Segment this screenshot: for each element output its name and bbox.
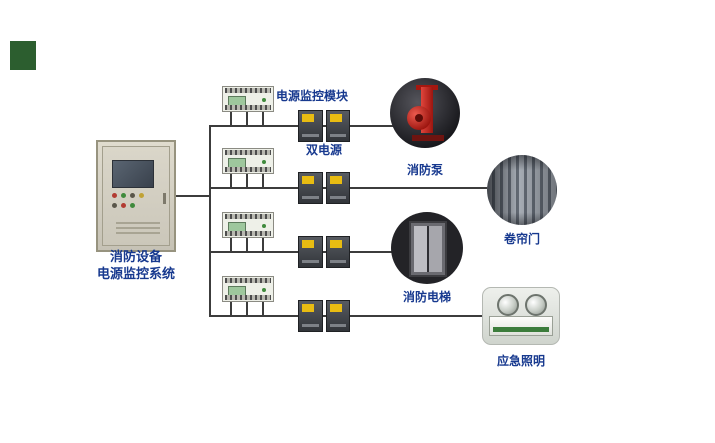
cabinet-connector-line [176,195,210,197]
elevator-frame [409,221,447,277]
load-label-fire-elevator: 消防电梯 [402,290,451,304]
terminal-strip [225,167,271,172]
terminal-strip [225,150,271,155]
transfer-switch [298,110,350,142]
fire-elevator-photo [391,212,463,284]
indicator-dot [139,193,144,198]
wire-tick [246,174,248,187]
indicator-dot [112,193,117,198]
cabinet-vent [116,222,160,236]
module-led [262,224,266,228]
indicator-dot [121,193,126,198]
wire-tick [230,174,232,187]
indicator-dot [130,193,135,198]
logo-block [10,41,36,70]
load-label-roller-door: 卷帘门 [503,232,540,246]
transfer-switch [298,300,350,332]
row2-line [210,187,495,189]
ats-unit [325,300,350,332]
ats-unit [298,172,323,204]
bus-line [209,125,211,317]
wire-tick [230,238,232,251]
module-led [262,288,266,292]
wire-tick [262,112,264,125]
terminal-strip [225,105,271,110]
pump-hub [415,114,423,122]
monitor-module [222,276,274,302]
monitor-module [222,212,274,238]
ats-unit [298,110,323,142]
roller-door-shading [487,155,557,225]
monitor-cabinet [96,140,176,252]
wire-tick [262,174,264,187]
indicator-dot [130,203,135,208]
indicator-dot [121,203,126,208]
emergency-lamp [497,294,519,316]
cabinet-door [102,146,170,246]
ats-unit [298,300,323,332]
load-label-emergency-light: 应急照明 [496,354,545,368]
cabinet-screen [112,160,154,188]
wire-tick [262,302,264,315]
wire-tick [230,302,232,315]
indicator-dot [112,203,117,208]
ats-unit [325,236,350,268]
emergency-light-stripe [493,327,549,332]
ats-unit [298,236,323,268]
monitor-module [222,148,274,174]
wire-tick [230,112,232,125]
module-led [262,160,266,164]
pump-base [412,135,444,141]
module-label: 电源监控模块 [276,89,349,103]
cabinet-handle [163,193,166,204]
wire-tick [246,302,248,315]
terminal-strip [225,231,271,236]
row4-line [210,315,490,317]
transfer-switch [298,236,350,268]
transfer-switch [298,172,350,204]
roller-door-photo [487,155,557,225]
system-label: 消防设备 电源监控系统 [70,249,202,283]
ats-unit [325,172,350,204]
wire-tick [246,238,248,251]
system-label-line2: 电源监控系统 [96,265,175,281]
monitor-module [222,86,274,112]
terminal-strip [225,295,271,300]
wire-tick [262,238,264,251]
terminal-strip [225,88,271,93]
module-led [262,98,266,102]
emergency-light-body [489,316,553,336]
ats-unit [325,110,350,142]
elevator-doors [414,226,442,272]
dual-power-label: 双电源 [305,143,342,157]
fire-pump-photo [390,78,460,148]
emergency-light-photo [482,287,560,345]
cabinet-buttons-row2 [112,203,135,208]
terminal-strip [225,214,271,219]
system-label-line1: 消防设备 [109,249,162,264]
cabinet-buttons-row1 [112,193,144,198]
wire-tick [246,112,248,125]
load-label-fire-pump: 消防泵 [406,163,443,177]
emergency-lamp [525,294,547,316]
terminal-strip [225,278,271,283]
